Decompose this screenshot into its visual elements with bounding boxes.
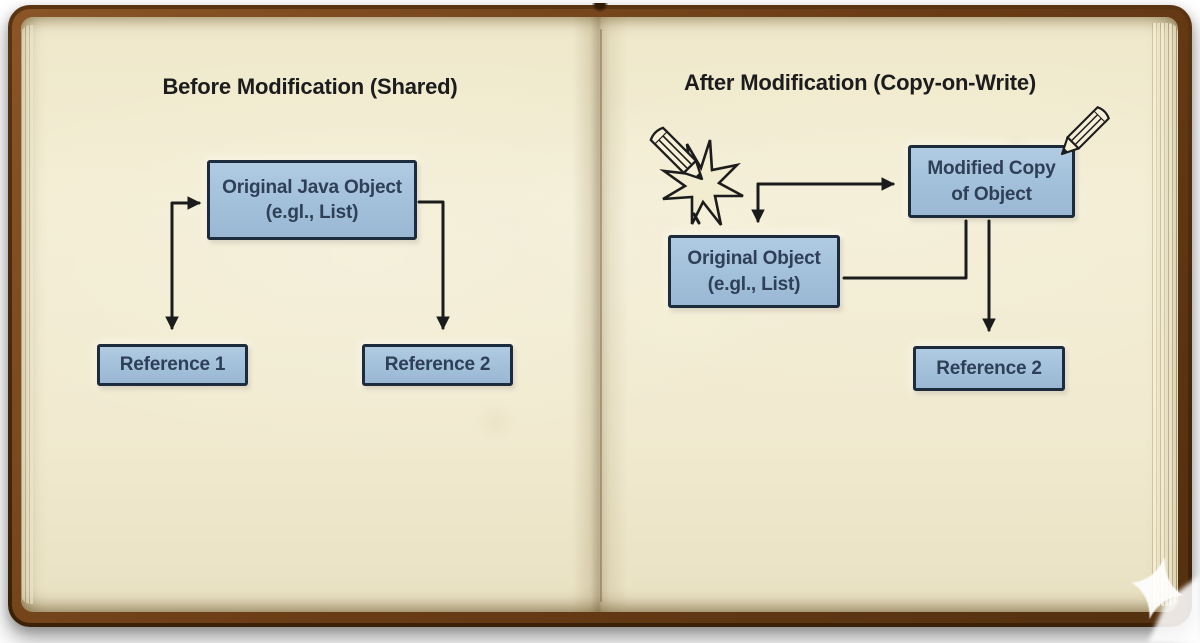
reference-1-label: Reference 1: [119, 354, 226, 376]
modified-copy-line2: of Object: [951, 183, 1032, 205]
reference-2-box-right: Reference 2: [913, 346, 1065, 391]
reference-2-right-label: Reference 2: [936, 357, 1042, 379]
right-page-title: After Modification (Copy-on-Write): [683, 70, 1037, 95]
left-page-title: Before Modification (Shared): [162, 74, 458, 99]
original-java-object-box: Original Java Object (e.gl., List): [207, 160, 417, 240]
book: [8, 3, 1192, 627]
reference-2-box-left: Reference 2: [362, 344, 513, 386]
page-stack-edge-right: [1152, 23, 1178, 606]
original-java-object-line1: Original Java Object: [222, 176, 402, 198]
book-gutter: [571, 17, 628, 612]
original-object-box: Original Object (e.gl., List): [668, 235, 840, 308]
spine-notch: [592, 3, 608, 12]
reference-2-left-label: Reference 2: [384, 354, 491, 376]
modified-copy-box: Modified Copy of Object: [908, 145, 1075, 218]
modified-copy-line1: Modified Copy: [927, 158, 1056, 180]
book-pages: [21, 17, 1178, 612]
original-object-line2: (e.gl., List): [707, 273, 801, 295]
page-stack-edge-left: [21, 25, 33, 604]
original-java-object-line2: (e.gl., List): [265, 202, 359, 223]
reference-1-box: Reference 1: [97, 344, 248, 386]
original-object-line1: Original Object: [687, 248, 821, 270]
